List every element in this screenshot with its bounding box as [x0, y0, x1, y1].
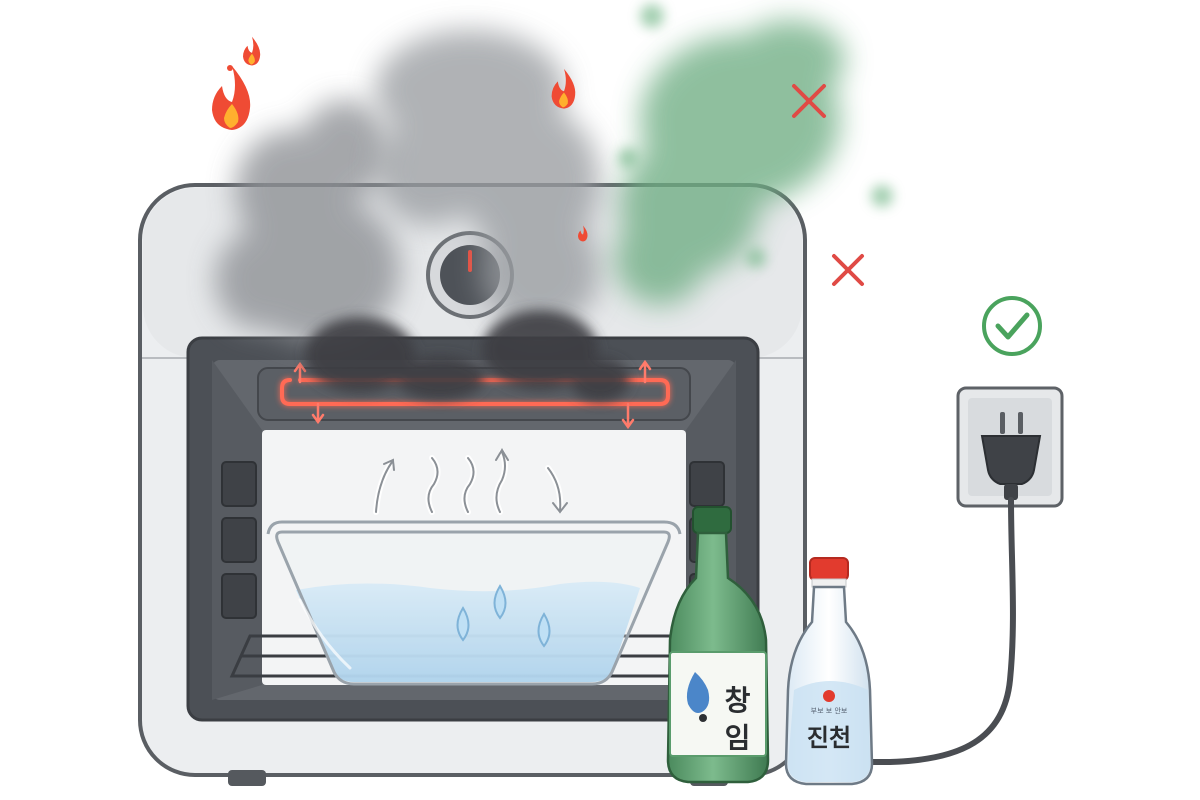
white-bottle-label-text: 진천	[807, 724, 851, 752]
ember	[227, 65, 233, 71]
oven-foot-left	[228, 770, 266, 786]
flame-icon	[243, 36, 261, 66]
green-bottle-cap	[692, 506, 732, 534]
check-circle-icon	[982, 296, 1042, 356]
water-drops	[456, 584, 551, 648]
plug-icon[interactable]	[980, 412, 1042, 500]
green-soju-bottle: 창 임	[666, 506, 770, 784]
white-bottle-cap	[809, 557, 849, 581]
green-smoke	[615, 20, 845, 305]
gray-smoke-center	[375, 30, 600, 330]
white-bottle-logo	[823, 690, 835, 702]
flame-icon	[578, 225, 588, 242]
glass-dish	[275, 530, 671, 686]
white-liquor-bottle: 부보 보 안보 진천	[784, 557, 874, 786]
flame-icon	[551, 68, 576, 109]
dark-smoke	[305, 310, 630, 402]
heat-arrows	[293, 359, 652, 430]
heating-element	[280, 378, 670, 406]
green-smoke-puffs	[618, 4, 893, 268]
flame-icon	[212, 66, 251, 130]
cross-icon	[832, 254, 864, 286]
green-bottle-label-text: 창 임	[720, 685, 753, 751]
power-cord	[859, 497, 1016, 765]
white-bottle-small-text: 부보 보 안보	[811, 706, 848, 715]
steam-arrows-outline	[375, 448, 568, 514]
cross-icon	[792, 84, 826, 118]
glass-dish-with-water	[266, 520, 682, 686]
gray-smoke-left	[215, 100, 400, 345]
left-vents	[221, 461, 257, 619]
